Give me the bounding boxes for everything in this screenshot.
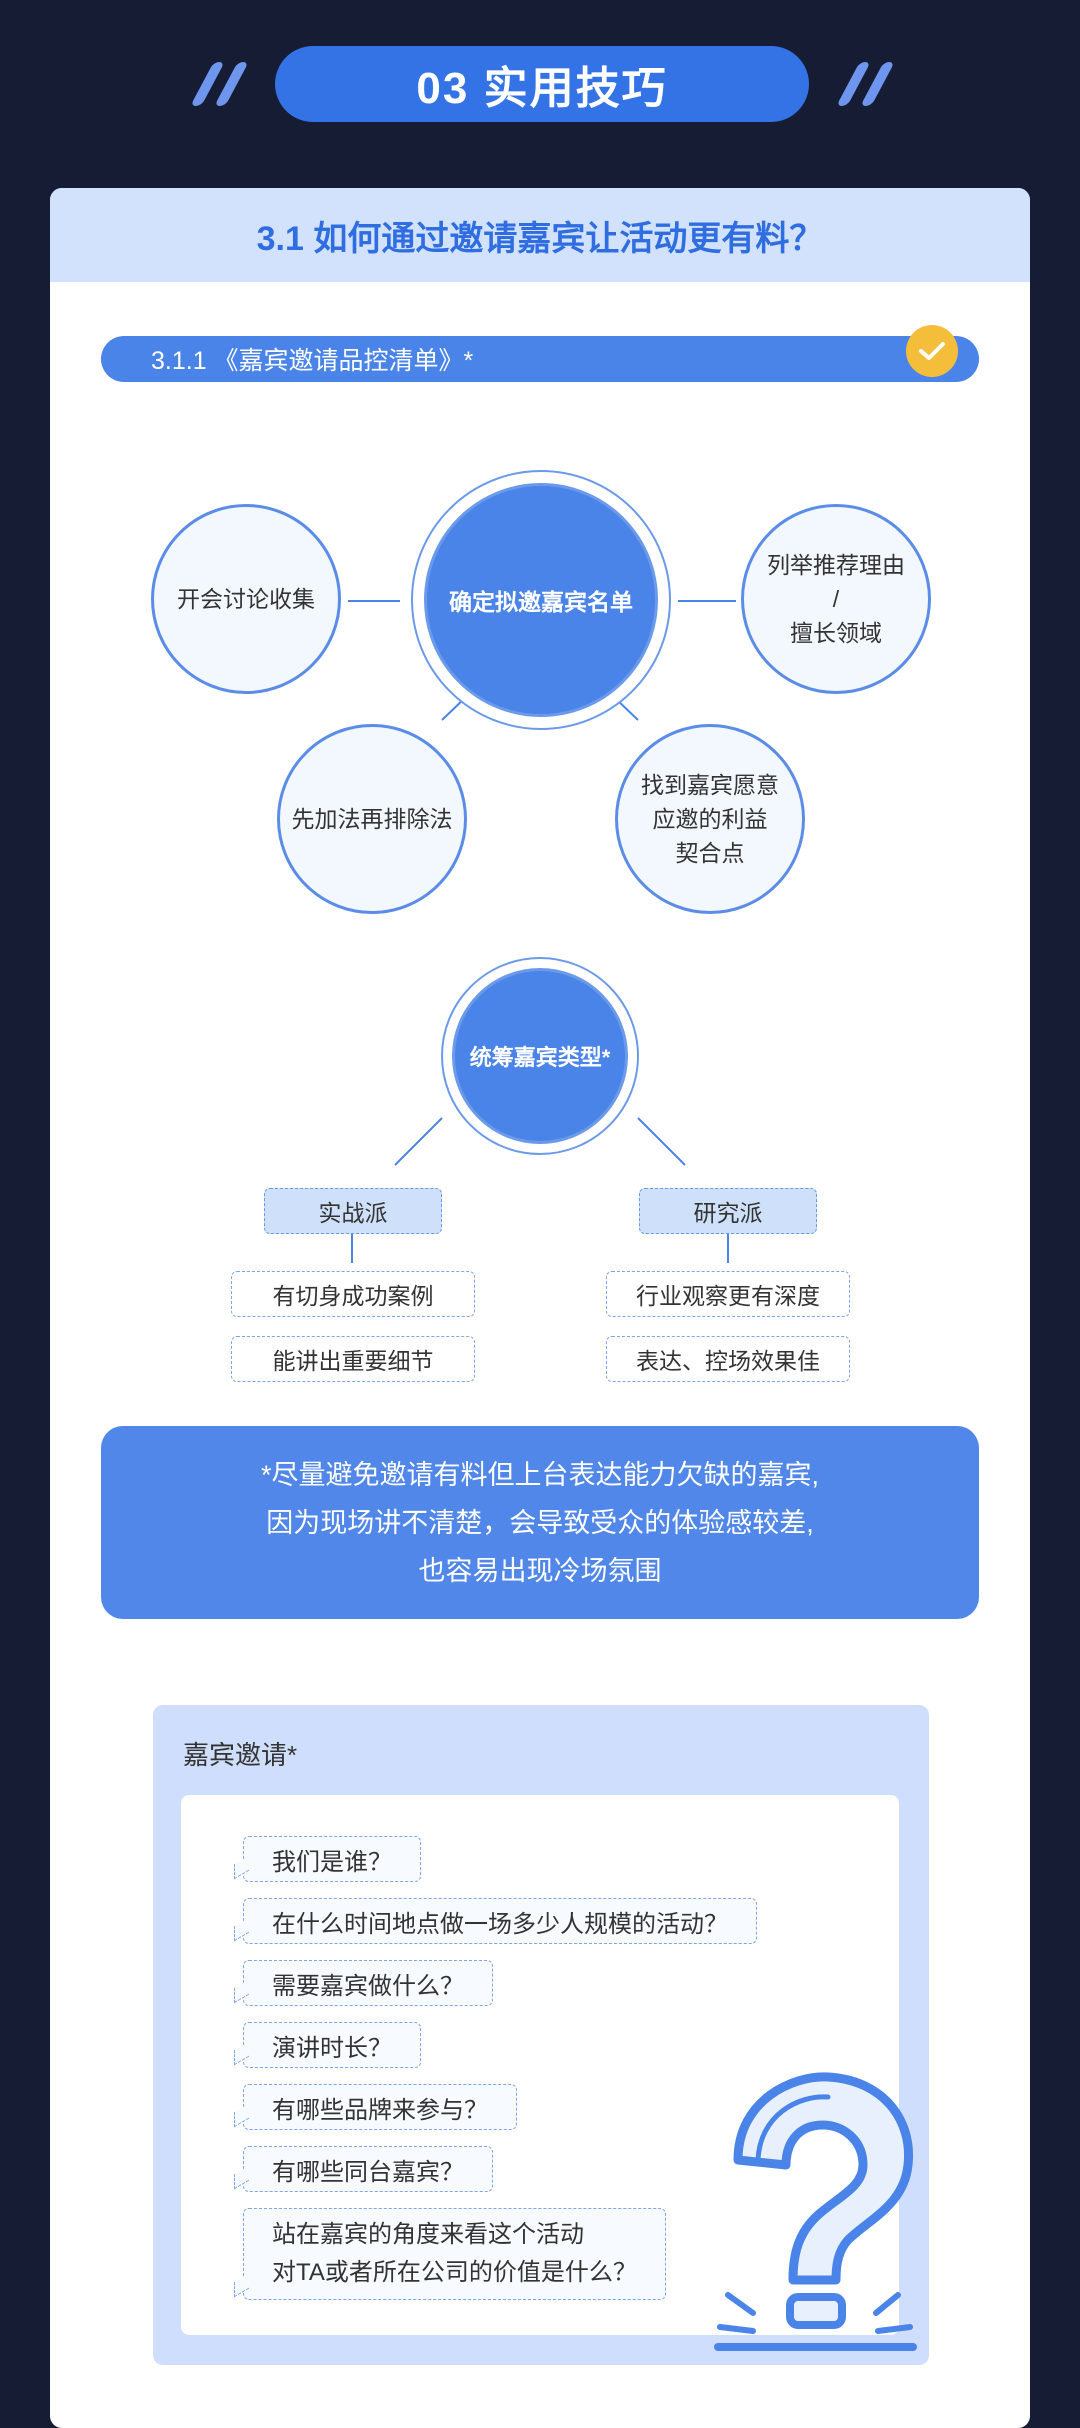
question-mark-icon [714, 2072, 917, 2351]
question-bubble: 在什么时间地点做一场多少人规模的活动？ [243, 1898, 757, 1944]
warning-note: *尽量避免邀请有料但上台表达能力欠缺的嘉宾, 因为现场讲不清楚，会导致受众的体验… [101, 1426, 979, 1619]
research-item: 行业观察更有深度 [606, 1271, 850, 1317]
practical-item: 有切身成功案例 [231, 1271, 475, 1317]
sub-section-title: 3.1.1 《嘉宾邀请品控清单》* [101, 336, 979, 382]
node-fit: 找到嘉宾愿意 应邀的利益 契合点 [615, 724, 805, 914]
invitation-title: 嘉宾邀请* [183, 1740, 298, 1770]
check-icon [906, 325, 958, 377]
note-line1: *尽量避免邀请有料但上台表达能力欠缺的嘉宾, [260, 1459, 819, 1490]
left-slash-icon [190, 62, 256, 106]
node-reason-line2: / [832, 586, 840, 612]
node-fit-line2: 应邀的利益 [652, 806, 768, 832]
node-reason-line3: 擅长领域 [790, 620, 882, 646]
note-line2: 因为现场讲不清楚，会导致受众的体验感较差, [266, 1507, 814, 1538]
question-bubble-last: 站在嘉宾的角度来看这个活动 对TA或者所在公司的价值是什么？ [243, 2208, 666, 2300]
node-fit-line3: 契合点 [675, 840, 745, 866]
mindmap-connectors [348, 600, 736, 1263]
node-reason-line1: 列举推荐理由 [767, 552, 905, 578]
node-reason: 列举推荐理由 / 擅长领域 [741, 504, 931, 694]
question-last-line2: 对TA或者所在公司的价值是什么？ [272, 2259, 637, 2286]
invitation-box: 嘉宾邀请* 我们是谁？ 在什么时间地点做一场多少人规模的活动？ 需要嘉宾做什么？… [153, 1705, 929, 2365]
node-discuss: 开会讨论收集 [151, 504, 341, 694]
section-title: 3.1 如何通过邀请嘉宾让活动更有料？ [50, 188, 1030, 282]
center-node: 确定拟邀嘉宾名单 [424, 483, 658, 717]
invitation-questions: 我们是谁？ 在什么时间地点做一场多少人规模的活动？ 需要嘉宾做什么？ 演讲时长？… [181, 1795, 899, 2335]
question-bubble: 需要嘉宾做什么？ [243, 1960, 493, 2006]
section-header-title: 03 实用技巧 [275, 46, 809, 122]
node-fit-line1: 找到嘉宾愿意 [641, 772, 779, 798]
node-addsub: 先加法再排除法 [277, 724, 467, 914]
question-last-line1: 站在嘉宾的角度来看这个活动 [272, 2221, 584, 2248]
question-bubble: 有哪些品牌来参与？ [243, 2084, 517, 2130]
content-card: 3.1 如何通过邀请嘉宾让活动更有料？ 3.1.1 《嘉宾邀请品控清单》* 确定… [50, 188, 1030, 2428]
tag-research: 研究派 [639, 1188, 817, 1234]
center-node-ring: 确定拟邀嘉宾名单 [411, 470, 671, 730]
question-bubble: 演讲时长？ [243, 2022, 421, 2068]
right-slash-icon [836, 62, 902, 106]
note-line3: 也容易出现冷场氛围 [418, 1555, 662, 1586]
question-bubble: 有哪些同台嘉宾？ [243, 2146, 493, 2192]
types-node: 统筹嘉宾类型* [452, 968, 628, 1144]
question-bubble: 我们是谁？ [243, 1836, 421, 1882]
types-node-ring: 统筹嘉宾类型* [441, 957, 639, 1155]
research-item: 表达、控场效果佳 [606, 1336, 850, 1382]
practical-item: 能讲出重要细节 [231, 1336, 475, 1382]
tag-practical: 实战派 [264, 1188, 442, 1234]
